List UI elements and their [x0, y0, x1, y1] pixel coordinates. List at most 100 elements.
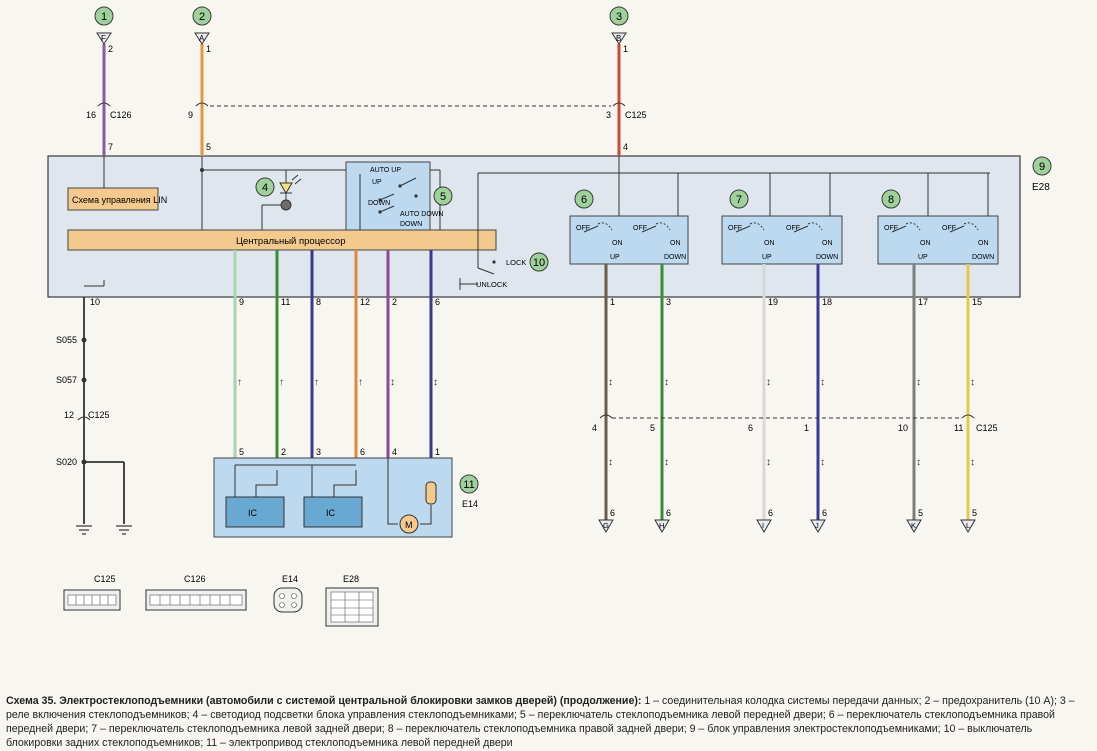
- pin-label: 10: [90, 297, 100, 307]
- pin-label: 5: [918, 508, 923, 518]
- pin-label: 5: [239, 447, 244, 457]
- caption-title: Схема 35. Электростеклоподъемники (автом…: [6, 695, 642, 707]
- connector-f-letter: F: [101, 34, 106, 43]
- svg-text:4: 4: [262, 182, 268, 194]
- pin-label: 2: [281, 447, 286, 457]
- control-unit-code: E28: [1032, 182, 1050, 193]
- ic-block-1: [225, 496, 285, 528]
- end-letter: J: [815, 521, 819, 530]
- svg-text:↑: ↑: [237, 377, 242, 388]
- switch8-off-1: OFF: [884, 225, 898, 232]
- svg-text:↕: ↕: [766, 457, 771, 468]
- svg-text:↑: ↑: [358, 377, 363, 388]
- connector-e28-icon: [325, 587, 379, 627]
- pin-label: 2: [392, 297, 397, 307]
- callout-6: 6: [574, 189, 594, 209]
- pin-label: 1: [610, 297, 615, 307]
- switch8-down: DOWN: [972, 254, 994, 261]
- pin-label: 2: [108, 44, 113, 54]
- svg-text:5: 5: [440, 191, 446, 203]
- svg-text:↕: ↕: [433, 377, 438, 388]
- svg-text:↕: ↕: [390, 377, 395, 388]
- pin-label: 15: [972, 297, 982, 307]
- window-switch-8[interactable]: [877, 215, 999, 265]
- callout-11: 11: [459, 474, 479, 494]
- switch6-down: DOWN: [664, 254, 686, 261]
- window-switch-7[interactable]: [721, 215, 843, 265]
- signal-arrows-right: ↕↕↕ ↕↕↕ ↕↕↕ ↕↕↕: [608, 377, 975, 468]
- pin-label: 11: [281, 297, 290, 307]
- legend-c126-label: C126: [184, 574, 206, 584]
- callout-1: 1: [94, 6, 114, 26]
- switch8-up: UP: [918, 254, 928, 261]
- callout-10: 10: [529, 252, 549, 272]
- connector-c125-label: C125: [625, 110, 647, 120]
- pin-label: 19: [768, 297, 778, 307]
- end-letter: I: [762, 521, 764, 530]
- svg-text:↕: ↕: [608, 377, 613, 388]
- connector-c126-icon: [145, 589, 247, 611]
- switch5-auto-down-label: AUTO DOWN: [400, 211, 443, 218]
- pin-label: 9: [188, 110, 193, 120]
- svg-text:↕: ↕: [820, 457, 825, 468]
- connector-c125b-label: C125: [976, 423, 998, 433]
- callout-5: 5: [433, 186, 453, 206]
- lock-switch-10[interactable]: [477, 267, 495, 275]
- pin-label: 5: [972, 508, 977, 518]
- pin-label: 3: [666, 297, 671, 307]
- callout-3: 3: [609, 6, 629, 26]
- connector-b-letter: B: [616, 34, 621, 43]
- switch5-up-label: UP: [372, 179, 382, 186]
- pin-label: 6: [360, 447, 365, 457]
- switch6-up: UP: [610, 254, 620, 261]
- led-4: [261, 174, 302, 230]
- switch6-off-2: OFF: [633, 225, 647, 232]
- svg-text:↑: ↑: [279, 377, 284, 388]
- ic1-label: IC: [248, 508, 258, 518]
- end-letter: L: [966, 521, 970, 530]
- pin-label: 5: [650, 423, 655, 433]
- end-letter: K: [911, 521, 916, 530]
- svg-text:7: 7: [736, 194, 742, 206]
- switch7-off-2: OFF: [786, 225, 800, 232]
- unlock-label: UNLOCK: [476, 280, 507, 289]
- svg-text:3: 3: [616, 11, 622, 23]
- callout-9: 9: [1032, 156, 1052, 176]
- switch7-up: UP: [762, 254, 772, 261]
- callout-7: 7: [729, 189, 749, 209]
- pin-label: 6: [610, 508, 615, 518]
- connector-a-triangle: [194, 32, 210, 45]
- pin-label: 17: [918, 297, 928, 307]
- switch6-on-2: ON: [670, 240, 681, 247]
- svg-text:↕: ↕: [608, 457, 613, 468]
- switch6-on-1: ON: [612, 240, 623, 247]
- pin-label: 1: [206, 44, 211, 54]
- svg-text:↕: ↕: [970, 457, 975, 468]
- pin-label: 11: [954, 423, 963, 433]
- pin-label: 18: [822, 297, 832, 307]
- ic-block-2: [303, 496, 363, 528]
- end-letter: G: [603, 521, 609, 530]
- svg-text:8: 8: [888, 194, 894, 206]
- legend-e28-label: E28: [343, 574, 359, 584]
- end-connectors: [598, 519, 976, 533]
- pin-label: 10: [898, 423, 908, 433]
- switch8-off-2: OFF: [942, 225, 956, 232]
- ic2-label: IC: [326, 508, 336, 518]
- connector-c126-label: C126: [110, 110, 132, 120]
- pin-label: 6: [666, 508, 671, 518]
- pin-label: 6: [748, 423, 753, 433]
- switch5-down-label: DOWN: [368, 200, 390, 207]
- pin-label: 4: [392, 447, 397, 457]
- end-letter: H: [659, 521, 664, 530]
- svg-text:↕: ↕: [766, 377, 771, 388]
- hall-sensor-icon: [425, 481, 437, 505]
- svg-text:↕: ↕: [664, 377, 669, 388]
- wires-to-e14: [233, 250, 433, 458]
- window-switch-6[interactable]: [569, 215, 689, 265]
- connector-e14-icon: [273, 587, 303, 613]
- pin-label: 9: [239, 297, 244, 307]
- pin-label: 3: [606, 110, 611, 120]
- legend-e14-label: E14: [282, 574, 298, 584]
- pin-label: 1: [623, 44, 628, 54]
